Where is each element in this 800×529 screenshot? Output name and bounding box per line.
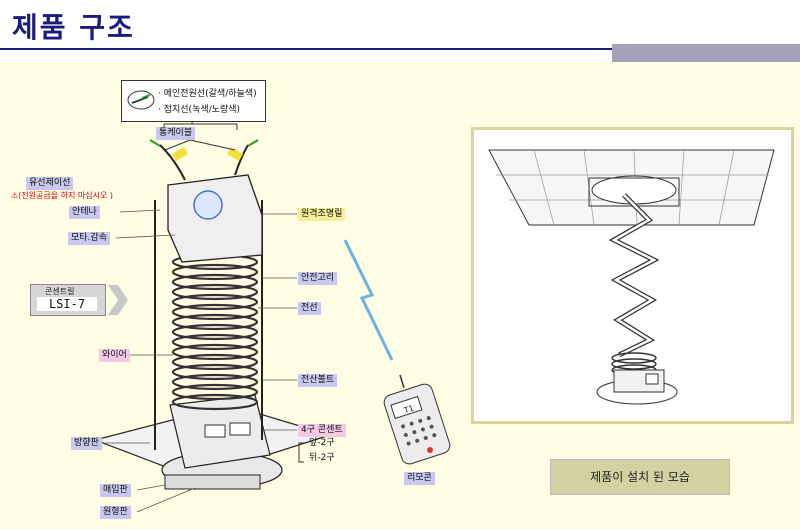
label-tong-cable: 통케이블 bbox=[156, 127, 196, 140]
label-outlet-front: 앞-2구 bbox=[309, 438, 335, 448]
controller-arrow bbox=[108, 285, 128, 315]
label-wing-plate: 방향판 bbox=[71, 437, 102, 450]
installed-photo-frame bbox=[471, 127, 794, 424]
header-divider bbox=[0, 48, 800, 50]
label-antenna: 안테나 bbox=[69, 206, 100, 219]
top-cable-right bbox=[234, 144, 249, 176]
label-buried-plate: 매입판 bbox=[100, 484, 131, 497]
label-outlet: 4구 콘센트 bbox=[298, 424, 346, 437]
motor-housing bbox=[167, 174, 263, 263]
label-safety-ring: 안전고리 bbox=[298, 272, 338, 285]
antenna-dial bbox=[193, 190, 223, 220]
label-bolt: 전산볼트 bbox=[298, 374, 338, 387]
header-accent-bar bbox=[612, 44, 800, 62]
signal-bolt-icon bbox=[343, 239, 394, 361]
header: 제품 구조 bbox=[0, 0, 800, 62]
coil-spring bbox=[171, 253, 259, 411]
photo-caption: 제품이 설치 된 모습 bbox=[550, 459, 730, 495]
legend-ground: · 접지선(녹색/노랑색) bbox=[158, 105, 241, 115]
controller-label: 콘센트릴 bbox=[45, 287, 75, 296]
label-warning: ⚠(전원공급을 하지 마십시오 ) bbox=[11, 191, 114, 200]
label-remote-light: 원격조명릴 bbox=[298, 208, 346, 221]
cable-icon bbox=[127, 90, 155, 110]
label-outlet-back: 뒤-2구 bbox=[309, 453, 335, 463]
buried-plate bbox=[164, 474, 261, 490]
legend-main-power: · 메인전원선(갈색/하늘색) bbox=[158, 89, 257, 99]
label-limit-switch: 유선제이선 bbox=[26, 177, 74, 190]
controller-model-box: 콘센트릴 LSI-7 bbox=[30, 284, 106, 316]
top-cable-left bbox=[159, 144, 186, 181]
label-wire-rope: 와이어 bbox=[99, 349, 130, 362]
label-wire-line: 전선 bbox=[298, 302, 321, 315]
label-round-plate: 원형판 bbox=[100, 506, 131, 519]
label-remote: 리모콘 bbox=[404, 472, 435, 485]
label-motor: 모타.감속 bbox=[68, 232, 110, 245]
installed-photo bbox=[488, 149, 775, 405]
cable-legend: · 메인전원선(갈색/하늘색) · 접지선(녹색/노랑색) bbox=[121, 80, 266, 122]
remote-control-icon bbox=[383, 374, 451, 465]
controller-model: LSI-7 bbox=[37, 297, 97, 311]
page-title: 제품 구조 bbox=[12, 11, 135, 44]
